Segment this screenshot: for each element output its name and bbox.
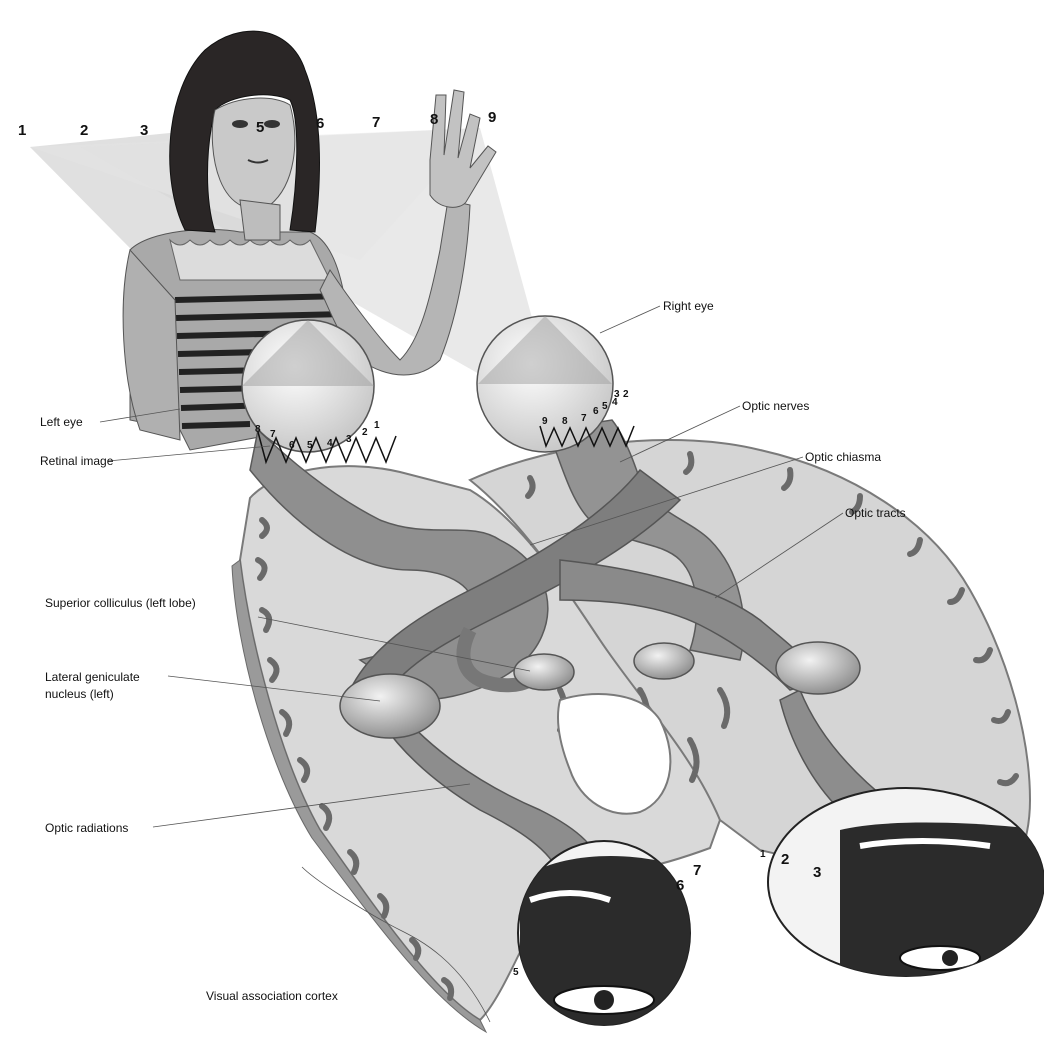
left-retina-number: 7 bbox=[270, 429, 276, 440]
field-number-8: 8 bbox=[430, 111, 438, 128]
field-number-3: 3 bbox=[140, 122, 148, 139]
superior-colliculus-right bbox=[634, 643, 694, 679]
right-eyeball bbox=[477, 316, 613, 452]
left-retina-number: 3 bbox=[346, 434, 352, 445]
right-retina-number: 8 bbox=[562, 416, 568, 427]
label-optic-chiasma: Optic chiasma bbox=[805, 450, 881, 464]
left-cortex-number: 5 bbox=[513, 967, 519, 978]
field-number-2: 2 bbox=[80, 122, 88, 139]
right-retina-number: 7 bbox=[581, 413, 587, 424]
left-retina-number: 8 bbox=[255, 424, 261, 435]
woman-eye-right bbox=[264, 120, 280, 128]
right-retina-number: 5 bbox=[602, 401, 608, 412]
left-eyeball bbox=[242, 320, 374, 452]
label-optic-tracts: Optic tracts bbox=[845, 506, 906, 520]
label-superior-colliculus: Superior colliculus (left lobe) bbox=[45, 596, 196, 610]
right-retina-number: 2 bbox=[623, 389, 629, 400]
right-cortex-number: 2 bbox=[781, 851, 789, 868]
left-retina-number: 5 bbox=[307, 440, 313, 451]
field-number-5: 5 bbox=[256, 119, 264, 136]
label-optic-radiations: Optic radiations bbox=[45, 821, 128, 835]
label-lgn-line2: nucleus (left) bbox=[45, 687, 114, 701]
right-cortex-number: 1 bbox=[760, 849, 766, 860]
superior-colliculus-left bbox=[514, 654, 574, 690]
left-cortex-number: 6 bbox=[676, 877, 684, 894]
right-cortex-image bbox=[768, 788, 1044, 980]
lateral-geniculate-right bbox=[776, 642, 860, 694]
left-retina-number: 2 bbox=[362, 427, 368, 438]
label-visual-association-cortex: Visual association cortex bbox=[206, 989, 338, 1003]
left-cortex-image bbox=[518, 841, 690, 1030]
shirt-collar bbox=[170, 240, 330, 280]
left-retina-number: 4 bbox=[327, 438, 333, 449]
left-retina-number: 6 bbox=[289, 440, 295, 451]
right-retina-number: 9 bbox=[542, 416, 548, 427]
label-optic-nerves: Optic nerves bbox=[742, 399, 809, 413]
left-retina-number: 1 bbox=[374, 420, 380, 431]
label-retinal-image: Retinal image bbox=[40, 454, 114, 468]
right-retina-number: 6 bbox=[593, 406, 599, 417]
lateral-geniculate-left bbox=[340, 674, 440, 738]
woman-eye-left bbox=[232, 120, 248, 128]
woman-neck bbox=[240, 200, 280, 240]
field-number-7: 7 bbox=[372, 114, 380, 131]
field-number-9: 9 bbox=[488, 109, 496, 126]
label-right-eye: Right eye bbox=[663, 299, 714, 313]
label-left-eye: Left eye bbox=[40, 415, 83, 429]
label-lgn-line1: Lateral geniculate bbox=[45, 670, 140, 684]
field-number-6: 6 bbox=[316, 115, 324, 132]
field-number-1: 1 bbox=[18, 122, 26, 139]
right-retina-number: 3 bbox=[614, 389, 620, 400]
left-cortex-number: 7 bbox=[693, 862, 701, 879]
right-cortex-number: 3 bbox=[813, 864, 821, 881]
